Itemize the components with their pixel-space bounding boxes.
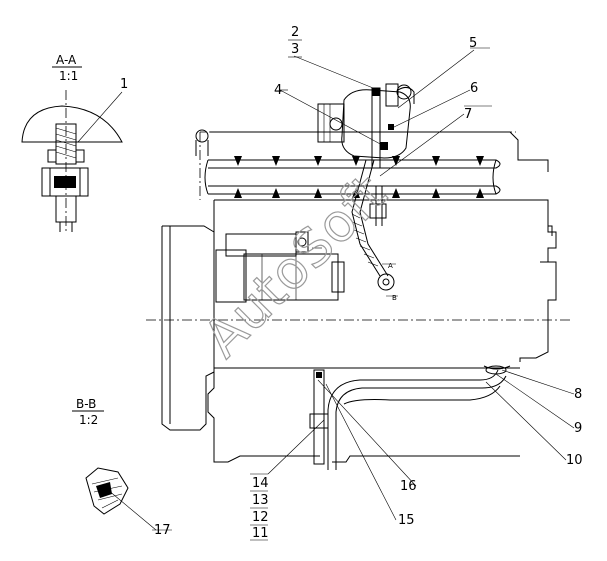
callout-11: 11 (252, 526, 269, 541)
section-b-label: B-B 1:2 (72, 397, 104, 427)
section-a-title: A-A (56, 53, 77, 67)
section-b-title: B-B (76, 397, 96, 411)
callout-4: 4 (274, 83, 282, 98)
turbocharger-assembly (317, 83, 415, 169)
callout-13: 13 (252, 493, 269, 508)
leader-lines (77, 39, 575, 541)
callout-1: 1 (120, 77, 128, 92)
engine-block (146, 131, 572, 463)
callout-5: 5 (469, 36, 477, 51)
callout-8: 8 (574, 387, 582, 402)
callout-10: 10 (566, 453, 583, 468)
callout-6: 6 (470, 81, 478, 96)
section-b-scale: 1:2 (79, 413, 98, 427)
section-a-scale: 1:1 (59, 69, 78, 83)
callout-16: 16 (400, 479, 417, 494)
callout-7: 7 (464, 107, 472, 122)
starter-motor (215, 231, 345, 303)
callout-12: 12 (252, 510, 269, 525)
callout-15: 15 (398, 513, 415, 528)
oil-feed-tube: A B (351, 159, 398, 302)
oil-drain-pipe (309, 365, 511, 470)
fitting-detail-17 (85, 467, 172, 531)
mark-a: A (388, 262, 393, 270)
callout-2: 2 (291, 25, 299, 40)
manifold-studs (234, 156, 484, 198)
callout-numbers: 1 2 3 4 5 6 7 8 9 10 11 12 13 14 15 16 1… (120, 25, 583, 541)
callout-14: 14 (252, 476, 269, 491)
callout-3: 3 (291, 42, 299, 57)
callout-9: 9 (574, 421, 582, 436)
mark-b: B (392, 294, 397, 302)
callout-17: 17 (154, 523, 171, 538)
section-a-detail: A-A 1:1 (21, 53, 123, 232)
exhaust-manifold (195, 129, 501, 198)
